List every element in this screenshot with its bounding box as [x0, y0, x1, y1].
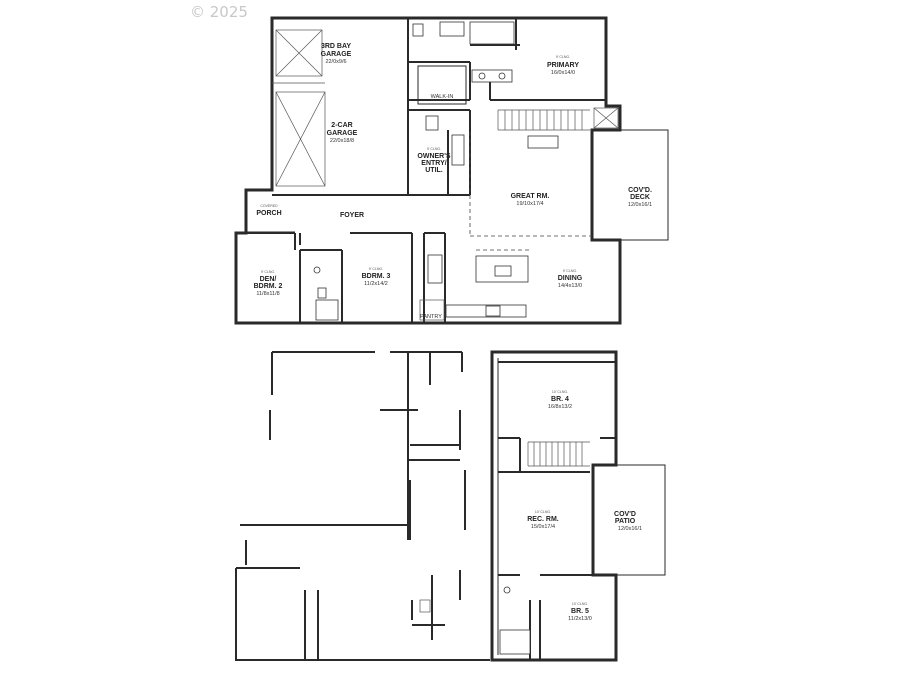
label-den-1: DEN/	[260, 276, 277, 283]
garage-box	[275, 91, 326, 187]
ceiling-br5: 10' CLNG.	[572, 602, 588, 606]
half-bath-toilet	[425, 115, 439, 131]
primary-suite-walls	[408, 18, 606, 101]
label-owners-entry-2: ENTRY/	[421, 160, 446, 167]
dims-bdrm3: 11/2x14/2	[364, 281, 388, 287]
deck-outline	[620, 129, 669, 241]
range	[485, 305, 501, 317]
label-garage-1: 2-CAR	[331, 122, 352, 129]
label-dining: DINING	[558, 275, 583, 282]
main-stair	[497, 109, 590, 131]
fireplace-box	[593, 107, 619, 129]
toilet-fixture	[412, 23, 424, 37]
garage-x	[275, 91, 326, 187]
sink-1	[478, 72, 486, 80]
ceiling-porch: COVERED	[260, 204, 278, 208]
foyer-walls	[235, 232, 413, 323]
label-foyer: FOYER	[340, 212, 364, 219]
ceiling-den: 9' CLNG.	[261, 270, 275, 274]
copyright-watermark: © 2025	[190, 3, 248, 21]
label-br5: BR. 5	[571, 608, 589, 615]
laundry-fixture	[451, 134, 465, 166]
dims-covd-deck: 12/0x16/1	[628, 202, 652, 208]
ceiling-bdrm3: 9' CLNG.	[369, 267, 383, 271]
deck-line	[620, 129, 669, 241]
dims-garage: 22/0x18/8	[330, 138, 354, 144]
dims-den: 11/8x11/8	[256, 291, 279, 297]
label-third-bay-2: GARAGE	[321, 51, 352, 58]
tub-fixture	[439, 21, 465, 37]
dims-rec: 15/0x17/4	[531, 524, 555, 530]
dims-br5: 11/2x13/0	[568, 616, 592, 622]
main-floor-plan	[234, 16, 669, 325]
ceiling-owners-entry: 9' CLNG.	[427, 147, 441, 151]
owners-entry-walls	[408, 109, 471, 196]
label-covd-deck-2: DECK	[630, 194, 650, 201]
dims-third-bay: 22/0x9/6	[325, 59, 346, 65]
label-porch: PORCH	[256, 210, 281, 217]
label-garage-2: GARAGE	[327, 130, 358, 137]
label-pantry: PANTRY	[420, 314, 442, 320]
dims-great-room: 19/10x17/4	[516, 201, 543, 207]
lower-floor-unexcavated	[235, 351, 490, 661]
dims-primary: 16/0x14/0	[551, 70, 575, 76]
ceiling-dining: 9' CLNG.	[563, 269, 577, 273]
label-den-2: BDRM. 2	[254, 283, 283, 290]
third-bay-x	[275, 29, 323, 77]
great-room-beam	[469, 132, 592, 237]
patio-outline	[593, 464, 666, 576]
fridge	[427, 254, 443, 284]
walk-in-closet	[417, 65, 467, 105]
sink-2	[498, 72, 506, 80]
shower-2	[315, 299, 339, 321]
label-third-bay-1: 3RD BAY	[321, 43, 351, 50]
ceiling-primary: 9' CLNG.	[556, 55, 570, 59]
lower-floor-plan	[490, 350, 666, 662]
lower-tub	[499, 629, 531, 655]
label-patio-1: COV'D	[614, 511, 636, 518]
label-owners-entry-1: OWNER'S	[417, 153, 450, 160]
ceiling-br4: 10' CLNG.	[552, 390, 568, 394]
third-bay-box	[275, 29, 323, 77]
label-owners-entry-3: UTIL.	[425, 167, 443, 174]
vanity-fixture	[471, 69, 513, 83]
sink-3	[313, 266, 321, 274]
label-walk-in: WALK-IN	[431, 94, 454, 100]
label-bdrm3: BDRM. 3	[362, 273, 391, 280]
label-patio-2: PATIO	[615, 518, 636, 525]
room-labels: 3RD BAY GARAGE 22/0x9/6 2-CAR GARAGE 22/…	[254, 43, 652, 622]
den-bath-wall	[300, 249, 343, 323]
fireplace	[527, 135, 559, 149]
dims-br4: 16/8x13/2	[548, 404, 572, 410]
porch-outline	[245, 190, 295, 233]
fireplace-x	[593, 107, 619, 129]
shower-fixture	[469, 21, 515, 45]
lower-sink	[503, 586, 511, 594]
island-sink	[494, 265, 512, 277]
toilet-2	[317, 287, 327, 299]
pantry-box	[419, 299, 445, 321]
label-primary: PRIMARY	[547, 62, 579, 69]
ceiling-rec: 10' CLNG.	[535, 510, 551, 514]
lower-stair	[527, 441, 590, 467]
label-covd-deck-1: COV'D.	[628, 187, 652, 194]
dims-dining: 14/4x13/0	[558, 283, 582, 289]
dims-patio: 12/0x16/1	[618, 526, 642, 532]
label-rec: REC. RM.	[527, 516, 559, 523]
kitchen-walls	[423, 232, 446, 323]
label-br4: BR. 4	[551, 396, 569, 403]
label-great-room: GREAT RM.	[511, 193, 550, 200]
